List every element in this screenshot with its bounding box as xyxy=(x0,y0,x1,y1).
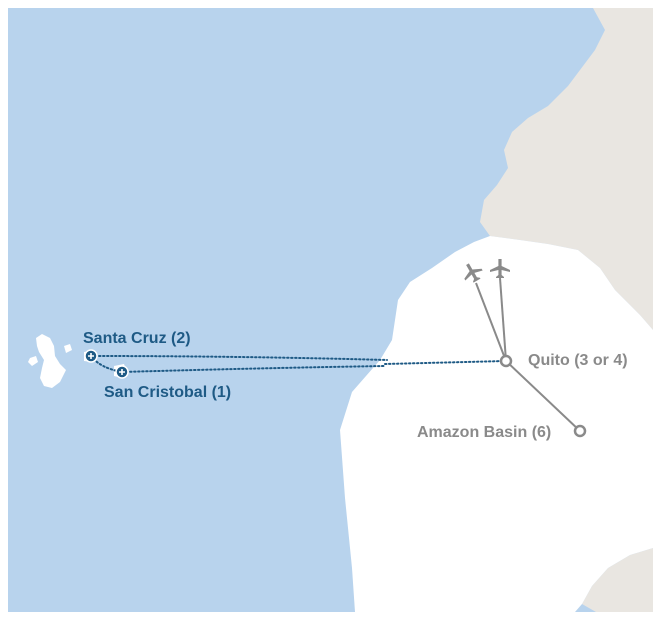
neighbor-land-north xyxy=(480,8,653,330)
label-amazon-basin: Amazon Basin (6) xyxy=(417,424,551,441)
route-sea-santa-cruz xyxy=(90,355,388,361)
stop-plus-icon[interactable] xyxy=(84,349,98,363)
route-quito-airplane-right xyxy=(499,277,507,362)
island-fernandina xyxy=(28,356,38,366)
neighbor-land-south xyxy=(582,548,653,612)
stop-plus-icon[interactable] xyxy=(115,365,129,379)
stop-ring-icon[interactable] xyxy=(573,424,587,438)
label-santa-cruz: Santa Cruz (2) xyxy=(83,330,191,347)
airplane-icon xyxy=(464,263,483,283)
label-quito: Quito (3 or 4) xyxy=(528,352,628,369)
airplane-icon xyxy=(490,259,510,278)
route-air-mainland xyxy=(384,360,507,365)
route-quito-airplane-left xyxy=(475,282,507,362)
island-santiago xyxy=(64,344,72,353)
route-quito-amazon xyxy=(505,360,581,432)
stop-ring-icon[interactable] xyxy=(499,354,513,368)
island-isabela xyxy=(36,334,66,388)
mainland xyxy=(340,236,653,612)
label-san-cristobal: San Cristobal (1) xyxy=(104,384,231,401)
